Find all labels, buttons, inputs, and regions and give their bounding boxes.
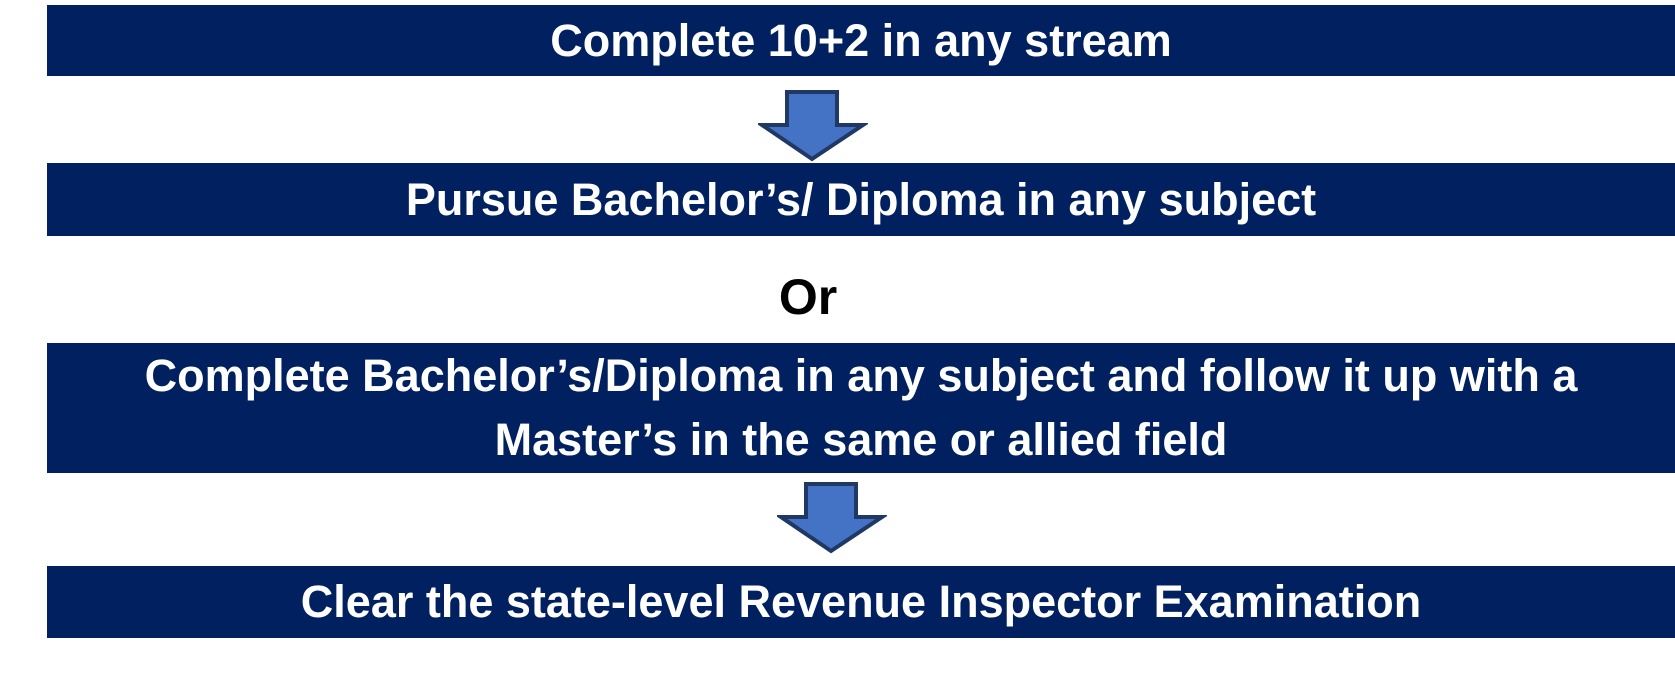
step-3-box: Complete Bachelor’s/Diploma in any subje… xyxy=(47,343,1675,473)
step-3-text: Complete Bachelor’s/Diploma in any subje… xyxy=(144,350,1578,465)
step-1-box: Complete 10+2 in any stream xyxy=(47,5,1675,76)
or-separator: Or xyxy=(778,269,838,325)
step-2-box: Pursue Bachelor’s/ Diploma in any subjec… xyxy=(47,163,1675,236)
down-arrow-icon xyxy=(777,482,887,554)
step-1-text: Complete 10+2 in any stream xyxy=(550,14,1172,66)
step-4-text: Clear the state-level Revenue Inspector … xyxy=(300,576,1422,628)
down-arrow-icon xyxy=(758,90,868,162)
step-2-text: Pursue Bachelor’s/ Diploma in any subjec… xyxy=(405,173,1317,225)
step-4-box: Clear the state-level Revenue Inspector … xyxy=(47,566,1675,638)
